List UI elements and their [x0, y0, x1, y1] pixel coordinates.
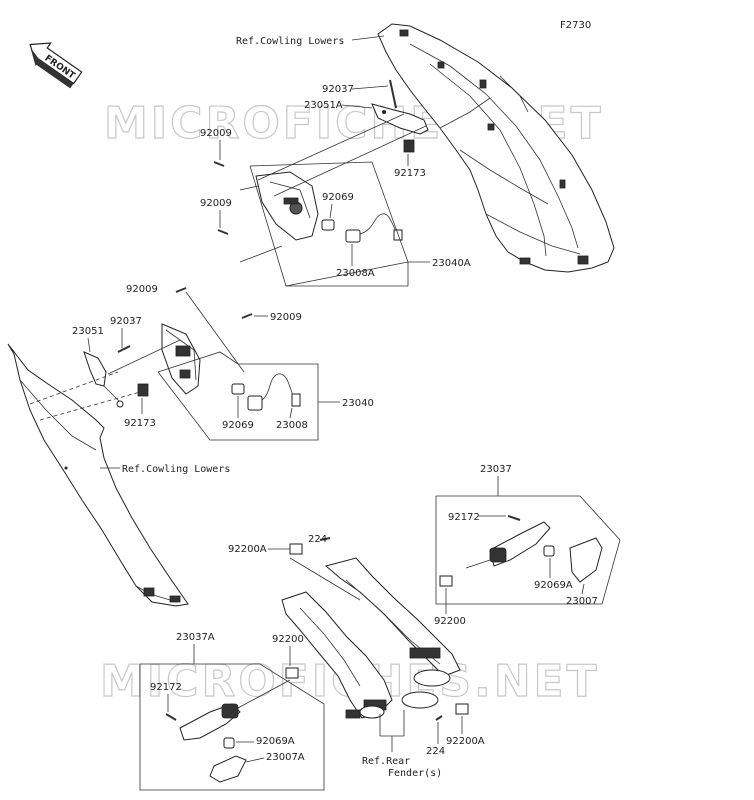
bulb-92069-mid — [231, 383, 245, 395]
clip-92173-top — [403, 139, 415, 153]
label-23037: 23037 — [480, 464, 512, 475]
screw-92172-right — [507, 515, 521, 521]
label-92037-top: 92037 — [322, 84, 354, 95]
bulb-92069-top — [321, 219, 335, 231]
label-92172-left: 92172 — [150, 682, 182, 693]
lens-23007A — [209, 755, 247, 783]
bracket-23051 — [83, 351, 124, 408]
bracket-23051A — [371, 103, 429, 135]
nut-92200-left — [285, 667, 299, 679]
nut-92200A-top — [289, 543, 303, 555]
label-92009-d: 92009 — [270, 312, 302, 323]
pin-92037-mid — [117, 345, 131, 353]
lens-23007 — [569, 537, 603, 583]
label-92173-top: 92173 — [394, 168, 426, 179]
rear-fender-bracket-right — [324, 557, 461, 677]
rear-left-signal-body — [179, 679, 291, 741]
label-23007: 23007 — [566, 596, 598, 607]
screw-224-top — [319, 537, 331, 541]
ref-cowling-lowers-mid: Ref.Cowling Lowers — [122, 464, 230, 475]
ref-cowling-lowers-top: Ref.Cowling Lowers — [236, 36, 344, 47]
frame-23040 — [157, 351, 319, 441]
label-224-bottom: 224 — [426, 746, 445, 757]
label-92200A-top: 92200A — [228, 544, 267, 555]
label-92009-c: 92009 — [126, 284, 158, 295]
ref-rear-fender-line2: Fender(s) — [388, 768, 442, 779]
middle-signal-lamp-housing — [161, 323, 201, 395]
rear-fender-center-pieces — [359, 669, 451, 719]
nut-92200-right — [439, 575, 453, 587]
label-92172-right: 92172 — [448, 512, 480, 523]
screw-92009-b — [217, 229, 229, 235]
label-92173-mid: 92173 — [124, 418, 156, 429]
label-92069-mid: 92069 — [222, 420, 254, 431]
screw-224-bottom — [435, 715, 443, 721]
screw-92172-left — [165, 713, 177, 721]
label-23007A: 23007A — [266, 752, 305, 763]
rear-right-signal-body — [465, 521, 551, 569]
label-92009-a: 92009 — [200, 128, 232, 139]
label-92037-mid: 92037 — [110, 316, 142, 327]
clip-92173-mid — [137, 383, 149, 397]
front-arrow-icon: FRONT — [29, 42, 83, 89]
label-92009-b: 92009 — [200, 198, 232, 209]
label-23040: 23040 — [342, 398, 374, 409]
upper-signal-lamp-housing — [255, 171, 319, 241]
frame-23037A — [139, 663, 325, 791]
label-224-top: 224 — [308, 534, 327, 545]
label-23040A: 23040A — [432, 258, 471, 269]
label-23008: 23008 — [276, 420, 308, 431]
pin-92037-top — [389, 79, 397, 109]
label-23008A: 23008A — [336, 268, 375, 279]
socket-23008A — [345, 213, 403, 243]
screw-92009-c — [175, 287, 187, 293]
label-92200-right: 92200 — [434, 616, 466, 627]
label-92069A-left: 92069A — [256, 736, 295, 747]
label-92069A-right: 92069A — [534, 580, 573, 591]
diagram-code: F2730 — [560, 20, 591, 31]
label-92200A-bottom: 92200A — [446, 736, 485, 747]
label-92200-left: 92200 — [272, 634, 304, 645]
frame-23037 — [435, 495, 621, 605]
label-23037A: 23037A — [176, 632, 215, 643]
label-23051: 23051 — [72, 326, 104, 337]
ref-rear-fender-line1: Ref.Rear — [362, 756, 410, 767]
screw-92009-a — [213, 161, 225, 167]
bulb-92069A-right — [543, 545, 555, 557]
socket-23008 — [247, 373, 301, 411]
label-23051A: 23051A — [304, 100, 343, 111]
upper-cowling-panel — [377, 23, 615, 273]
bulb-92069A-left — [223, 737, 235, 749]
screw-92009-d — [241, 313, 253, 319]
nut-92200A-bottom — [455, 703, 469, 715]
label-92069-top: 92069 — [322, 192, 354, 203]
left-cowling-panel — [7, 343, 189, 607]
